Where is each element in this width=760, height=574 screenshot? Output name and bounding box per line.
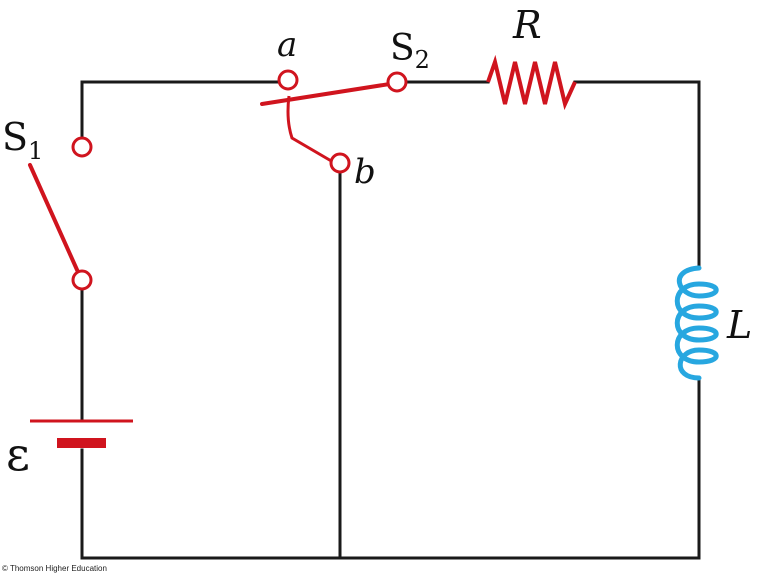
inductor [674, 265, 719, 381]
battery [30, 419, 133, 448]
terminal-s2 [386, 71, 408, 93]
resistor [486, 54, 577, 111]
label-s1: S1 [2, 115, 43, 165]
terminal-b [329, 152, 351, 174]
wires [80, 80, 701, 560]
switch-s2-link-to-b [286, 95, 334, 164]
copyright-notice: © Thomson Higher Education [2, 564, 107, 573]
label-emf: ε [6, 427, 30, 481]
wire-left-top [80, 80, 280, 148]
label-r: R [512, 3, 542, 47]
switch-s2 [260, 69, 408, 174]
label-a: a [277, 25, 297, 65]
switch-s1-blade [28, 163, 80, 274]
label-b: b [354, 152, 376, 192]
switch-s1-bottom-terminal [71, 269, 93, 291]
terminal-a [277, 69, 299, 91]
wire-resistor-to-right [573, 80, 701, 270]
label-s2: S2 [390, 28, 430, 74]
switch-s1 [28, 136, 93, 291]
wire-right-bottom [80, 376, 701, 560]
switch-s2-blade [260, 81, 398, 106]
switch-s1-top-terminal [71, 136, 93, 158]
label-l: L [726, 303, 752, 347]
